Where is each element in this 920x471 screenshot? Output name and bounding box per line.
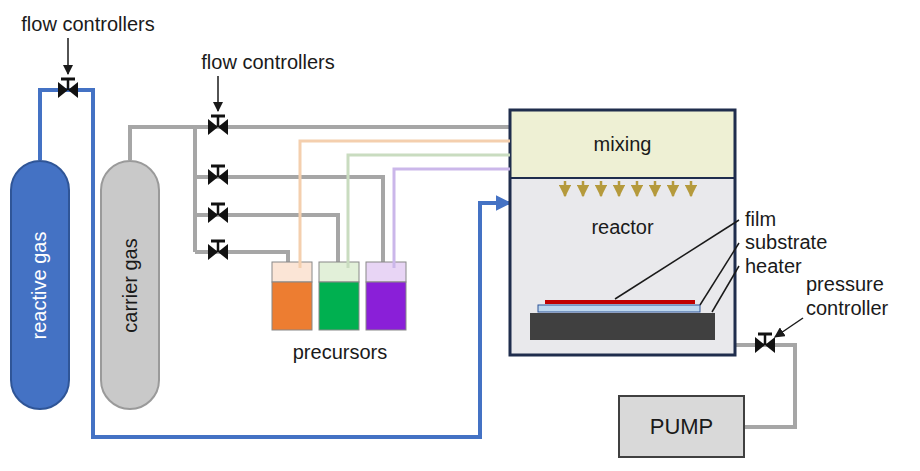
gas-line	[40, 90, 510, 437]
valve-symbol	[58, 79, 78, 98]
callout-label: flow controllers	[188, 50, 348, 74]
valve-symbol	[208, 116, 228, 135]
gas-cylinder: reactive gas	[10, 160, 70, 410]
precursor-vapour-lines	[300, 141, 510, 268]
leader-line	[67, 38, 69, 74]
substrate-plate	[538, 305, 700, 312]
precursor-bottles	[272, 262, 406, 330]
divider	[510, 177, 735, 179]
callout-label: flow controllers	[8, 12, 168, 36]
gas-flow-arrows	[565, 181, 691, 196]
node-text: carrier gas	[119, 238, 142, 332]
reactor-zone	[510, 178, 735, 355]
valve-symbol	[208, 166, 228, 185]
node-text: reactor	[591, 216, 653, 239]
film-layer	[545, 300, 695, 304]
gas-cylinder: carrier gas	[100, 160, 160, 410]
node-text: reactive gas	[29, 231, 52, 339]
valve-symbol	[208, 204, 228, 223]
pump-box: PUMP	[618, 395, 745, 458]
node-text: PUMP	[650, 414, 714, 440]
valve-symbol	[208, 241, 228, 260]
leader-line	[217, 76, 219, 111]
heater-block	[530, 313, 715, 340]
mixing-chamber: mixing	[510, 110, 735, 178]
node-text: mixing	[594, 133, 652, 156]
leader-line	[775, 318, 803, 337]
reactor-chamber: reactor	[510, 178, 735, 355]
part-label: precursors	[280, 340, 400, 364]
chamber-wall	[510, 110, 735, 355]
part-label: pressure controller	[806, 272, 914, 320]
mixing-zone	[510, 110, 735, 178]
part-label: film	[745, 207, 845, 231]
valve-symbol	[755, 334, 775, 353]
part-label: substrate	[745, 230, 865, 254]
